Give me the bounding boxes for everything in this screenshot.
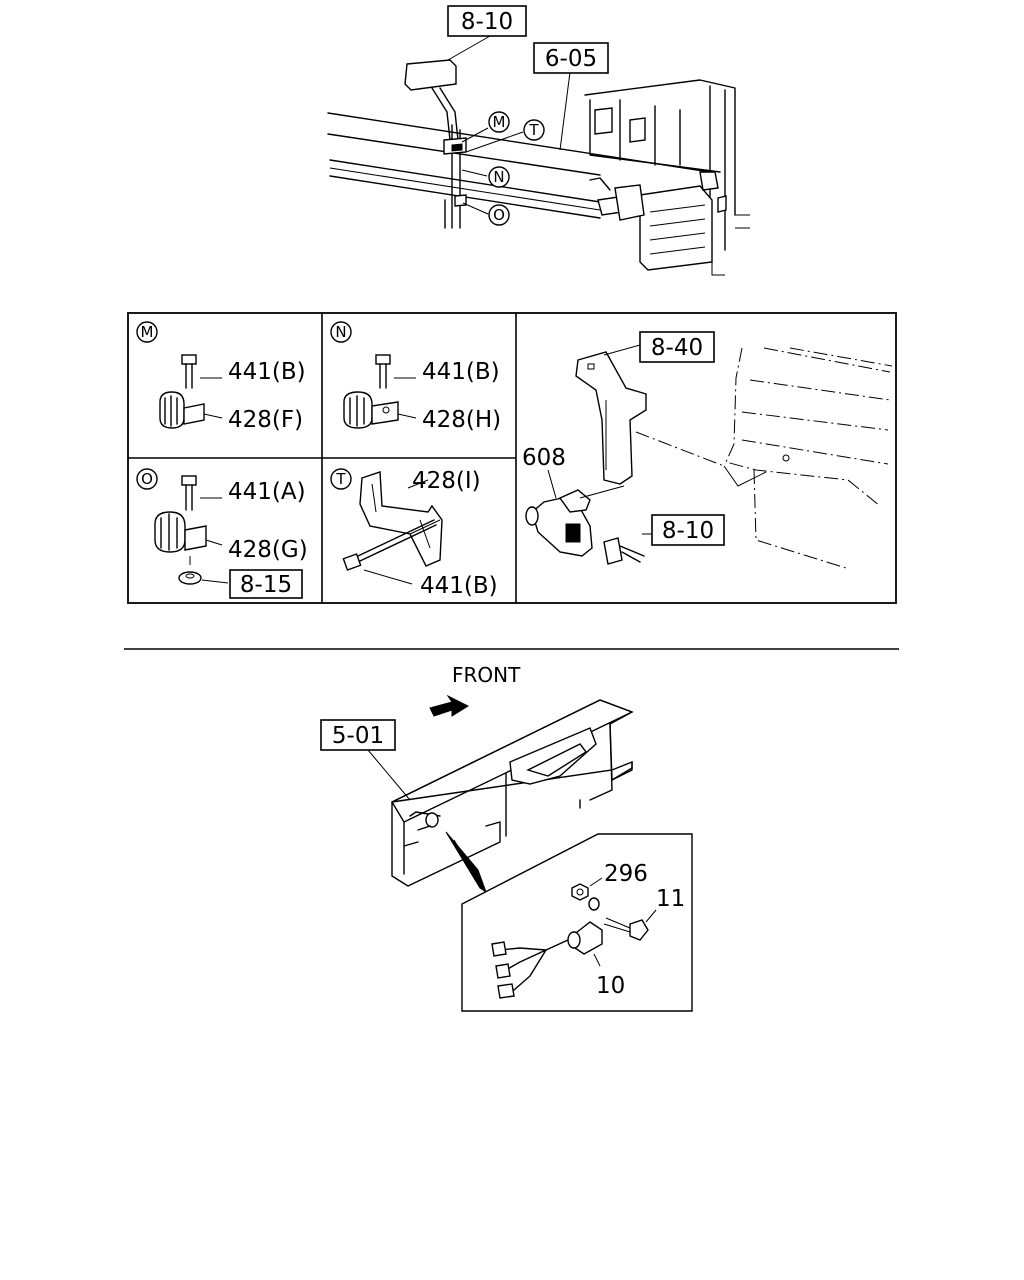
detail-cell-t: T 428(I) 441(B) <box>330 468 498 599</box>
label-n-clip: 428(H) <box>422 407 501 433</box>
label-t-bracket: 428(I) <box>412 468 481 494</box>
front-arrow-icon <box>429 694 470 717</box>
label-n-bolt: 441(B) <box>422 359 500 385</box>
svg-text:N: N <box>335 323 346 341</box>
front-label: FRONT <box>452 663 521 687</box>
svg-text:M: M <box>493 113 506 131</box>
svg-text:5-01: 5-01 <box>332 723 384 749</box>
label-o-bolt: 441(A) <box>228 479 306 505</box>
label-part-11: 11 <box>656 886 685 912</box>
svg-text:8-10: 8-10 <box>461 9 513 35</box>
label-m-clip: 428(F) <box>228 407 303 433</box>
svg-text:8-40: 8-40 <box>651 335 703 361</box>
detail-cell-right: 8-40 608 8-10 <box>522 331 893 569</box>
label-part-608: 608 <box>522 445 566 471</box>
label-o-clip: 428(G) <box>228 537 308 563</box>
svg-text:8-15: 8-15 <box>240 572 292 598</box>
svg-text:6-05: 6-05 <box>545 46 597 72</box>
ref-box-8-10-detail: 8-10 <box>651 514 725 546</box>
svg-text:T: T <box>528 121 539 139</box>
ref-box-5-01: 5-01 <box>320 719 411 801</box>
label-part-296: 296 <box>604 861 648 887</box>
callout-n: N <box>488 166 510 188</box>
detail-cell-n: N 441(B) 428(H) <box>330 321 501 433</box>
callout-t: T <box>523 119 545 141</box>
ref-box-8-15: 8-15 <box>229 569 303 599</box>
detail-cell-m: M 441(B) 428(F) <box>136 321 306 433</box>
svg-text:M: M <box>141 323 154 341</box>
bottom-assembly-view: FRONT 5-01 <box>320 663 693 1012</box>
ref-box-6-05: 6-05 <box>533 42 609 74</box>
svg-text:O: O <box>141 470 153 488</box>
ref-box-8-40: 8-40 <box>639 331 715 363</box>
label-t-bolt: 441(B) <box>420 573 498 599</box>
inset-frame <box>461 833 693 1012</box>
ref-box-8-10-top: 8-10 <box>447 5 527 37</box>
top-assembly-view: 8-10 6-05 M T N O <box>327 5 750 276</box>
svg-text:8-10: 8-10 <box>662 518 714 544</box>
detail-table: M 441(B) 428(F) N 441(B) 428 <box>127 312 897 604</box>
label-m-bolt: 441(B) <box>228 359 306 385</box>
detail-cell-o: O 441(A) 428(G) 8-15 <box>136 468 308 599</box>
svg-text:O: O <box>493 206 505 224</box>
callout-o: O <box>488 204 510 226</box>
svg-text:N: N <box>493 168 504 186</box>
svg-text:T: T <box>335 470 346 488</box>
callout-m: M <box>488 111 510 133</box>
label-part-10: 10 <box>596 973 625 999</box>
